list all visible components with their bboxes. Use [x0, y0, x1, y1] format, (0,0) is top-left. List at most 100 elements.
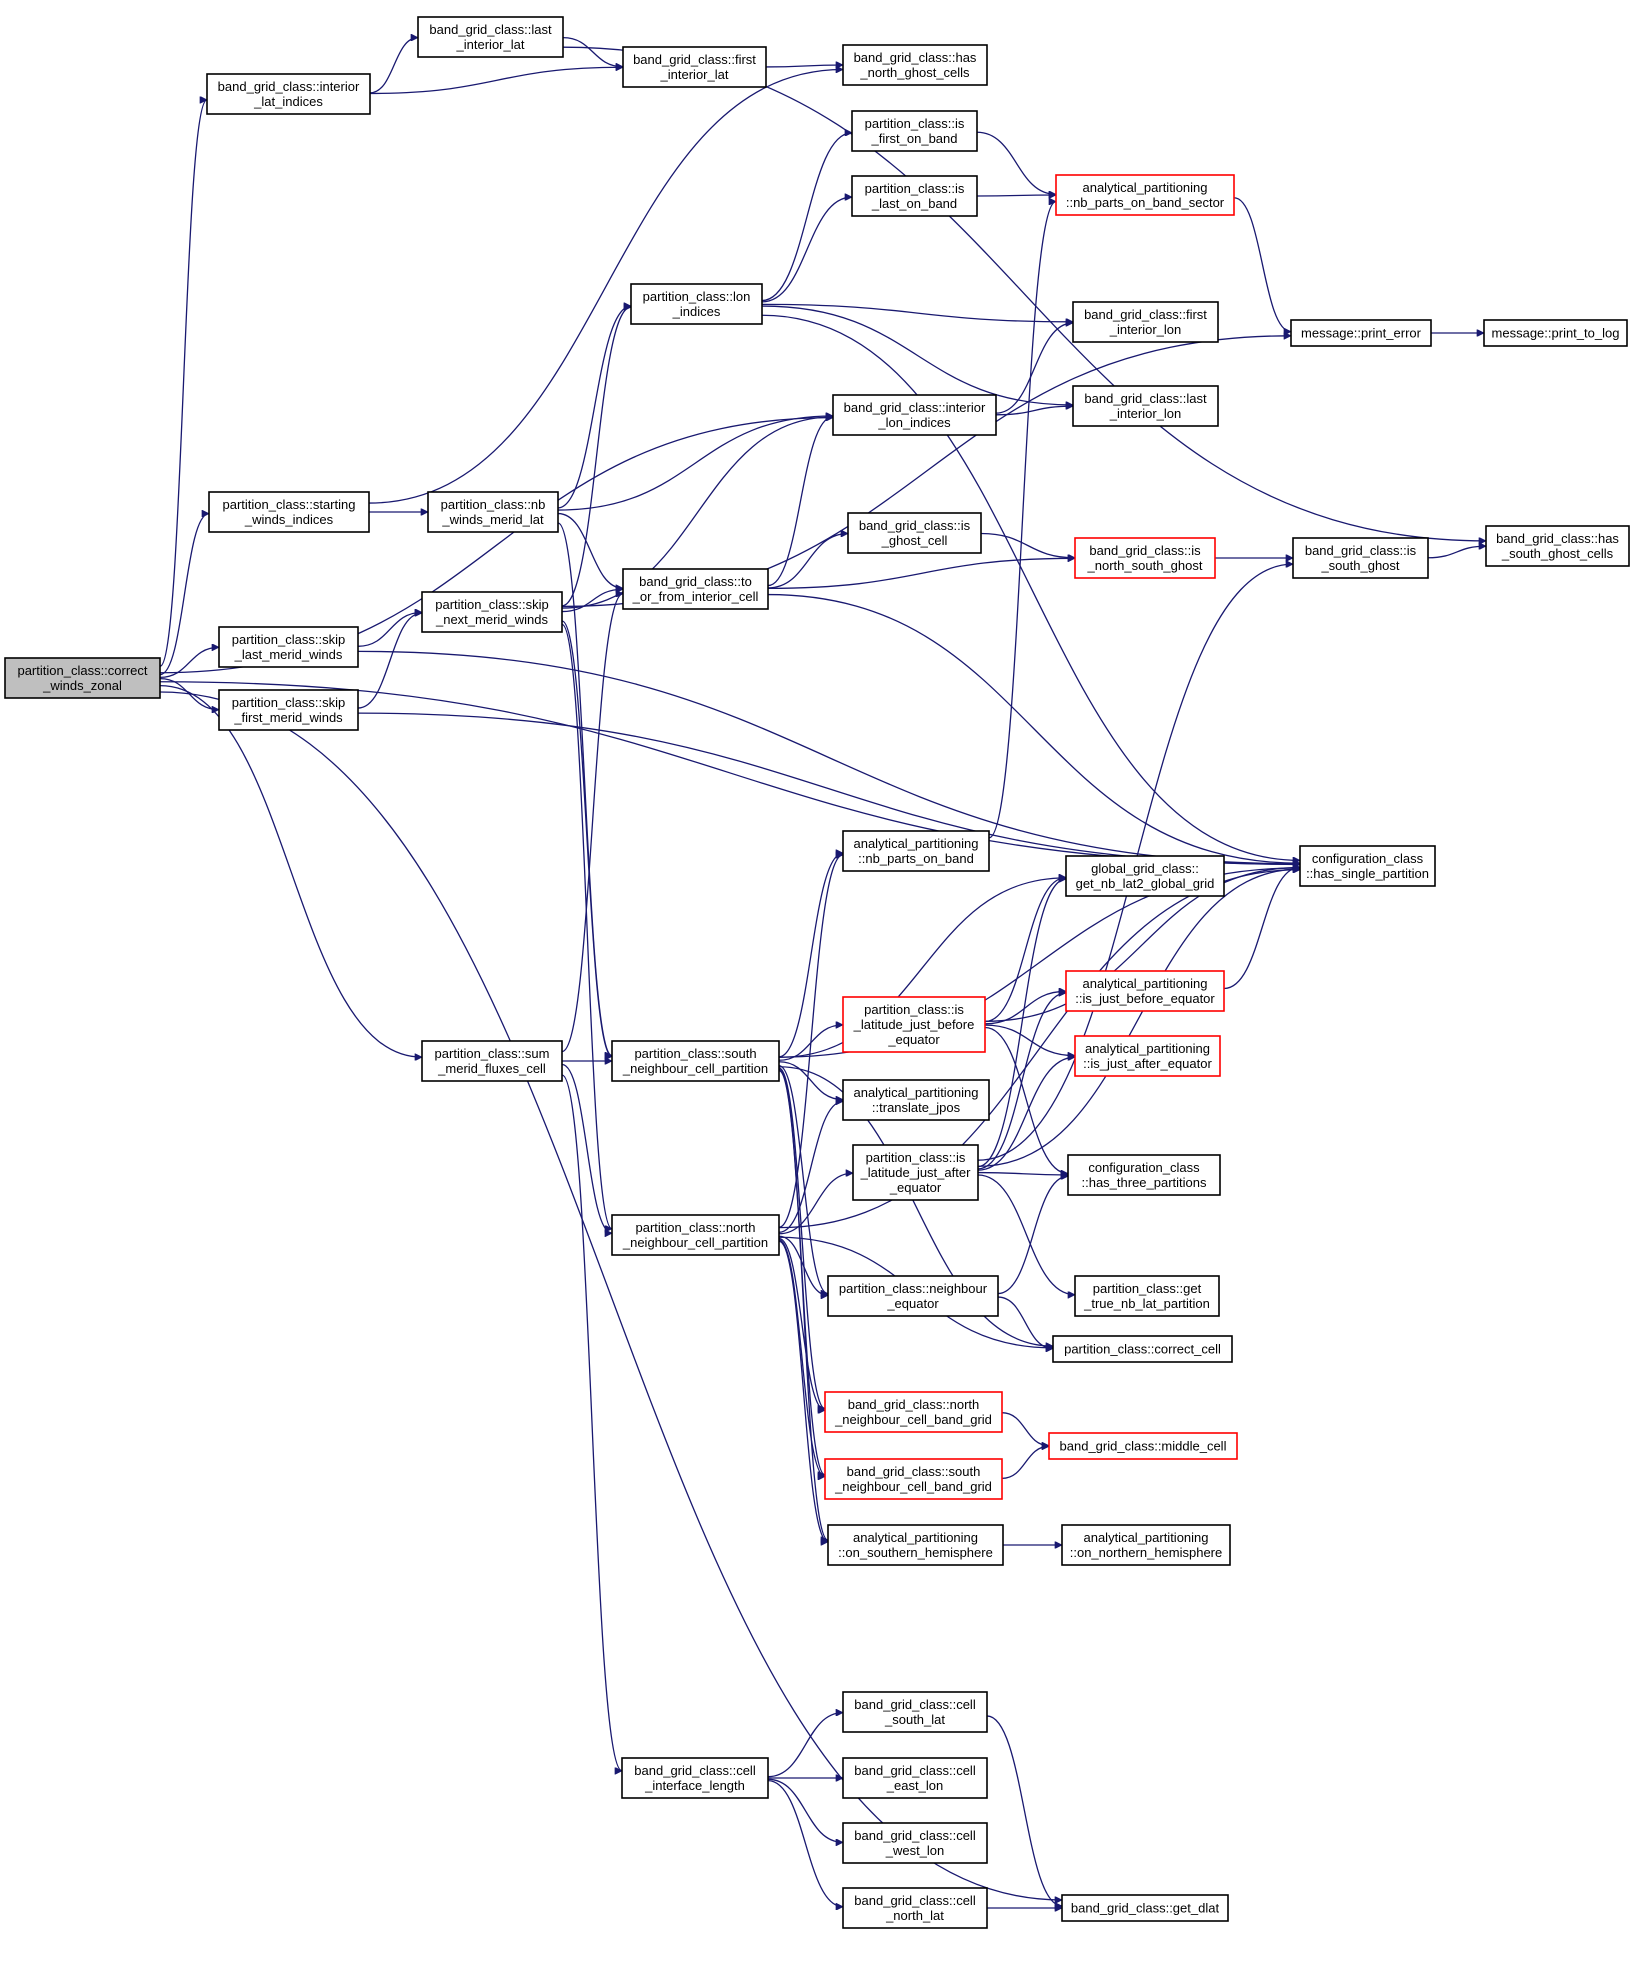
edge-skip-next-merid-winds-to-lon-indices [561, 307, 631, 607]
node-skip-last-merid-winds[interactable]: partition_class::skip_last_merid_winds [218, 626, 359, 668]
node-print-error[interactable]: message::print_error [1290, 319, 1432, 347]
node-label: analytical_partitioning [1082, 180, 1207, 195]
node-box [218, 626, 359, 668]
edge-to-or-from-interior-cell-to-interior-lon-indices [767, 417, 833, 587]
node-label: band_grid_class::last [1084, 391, 1207, 406]
node-label: analytical_partitioning [853, 836, 978, 851]
node-first-interior-lon[interactable]: band_grid_class::first_interior_lon [1072, 301, 1219, 343]
node-box [1065, 855, 1225, 897]
node-label: partition_class::lon [643, 289, 751, 304]
node-label: _lat_indices [253, 94, 323, 109]
node-has-south-ghost-cells[interactable]: band_grid_class::has_south_ghost_cells [1485, 525, 1630, 567]
node-has-single-partition[interactable]: configuration_class::has_single_partitio… [1299, 845, 1436, 887]
node-sum-merid-fluxes-cell[interactable]: partition_class::sum_merid_fluxes_cell [421, 1040, 563, 1082]
node-get-dlat[interactable]: band_grid_class::get_dlat [1061, 1894, 1229, 1922]
node-label: configuration_class [1312, 851, 1424, 866]
node-cell-east-lon[interactable]: band_grid_class::cell_east_lon [842, 1757, 988, 1799]
node-label: band_grid_class::cell [634, 1763, 756, 1778]
node-first-interior-lat[interactable]: band_grid_class::first_interior_lat [622, 46, 767, 88]
edge-correct-winds-zonal-to-has-single-partition [159, 681, 1300, 864]
node-is-ghost-cell[interactable]: band_grid_class::is_ghost_cell [847, 512, 982, 554]
edge-south-neighbour-cell-partition-to-neighbour-equator [778, 1065, 828, 1294]
node-box [1074, 1275, 1220, 1317]
node-interior-lat-indices[interactable]: band_grid_class::interior_lat_indices [206, 73, 371, 115]
node-is-latitude-just-after-equator[interactable]: partition_class::is_latitude_just_after_… [852, 1144, 979, 1201]
node-box [1290, 319, 1432, 347]
node-on-northern-hemisphere[interactable]: analytical_partitioning::on_northern_hem… [1061, 1524, 1231, 1566]
node-south-neighbour-cell-partition[interactable]: partition_class::south_neighbour_cell_pa… [611, 1040, 780, 1082]
node-correct-cell[interactable]: partition_class::correct_cell [1052, 1335, 1233, 1363]
node-cell-south-lat[interactable]: band_grid_class::cell_south_lat [842, 1691, 988, 1733]
edge-starting-winds-indices-to-has-north-ghost-cells [368, 69, 843, 504]
edge-skip-first-merid-winds-to-has-single-partition [357, 712, 1300, 864]
edge-south-neighbour-cell-partition-to-nb-parts-on-band [778, 853, 843, 1058]
edge-lon-indices-to-first-interior-lon [761, 303, 1073, 321]
node-box [421, 591, 563, 633]
node-is-last-on-band[interactable]: partition_class::is_last_on_band [851, 175, 978, 217]
node-nb-winds-merid-lat[interactable]: partition_class::nb_winds_merid_lat [427, 491, 559, 533]
node-label: _latitude_just_before [853, 1017, 975, 1032]
node-label: _latitude_just_after [860, 1165, 972, 1180]
edge-correct-winds-zonal-to-starting-winds-indices [159, 514, 209, 676]
node-last-interior-lon[interactable]: band_grid_class::last_interior_lon [1072, 385, 1219, 427]
node-is-just-after-equator[interactable]: analytical_partitioning::is_just_after_e… [1074, 1035, 1221, 1077]
node-is-south-ghost[interactable]: band_grid_class::is_south_ghost [1292, 537, 1429, 579]
node-translate-jpos[interactable]: analytical_partitioning::translate_jpos [842, 1079, 990, 1121]
node-label: partition_class::correct_cell [1064, 1342, 1221, 1357]
node-label: band_grid_class::cell [854, 1828, 976, 1843]
node-skip-first-merid-winds[interactable]: partition_class::skip_first_merid_winds [218, 689, 359, 731]
node-starting-winds-indices[interactable]: partition_class::starting_winds_indices [208, 491, 370, 533]
node-box [827, 1275, 999, 1317]
node-correct-winds-zonal[interactable]: partition_class::correct_winds_zonal [4, 657, 161, 699]
edge-skip-first-merid-winds-to-skip-next-merid-winds [357, 613, 422, 709]
edge-is-latitude-just-before-equator-to-has-single-partition [984, 868, 1300, 1022]
edge-to-or-from-interior-cell-to-is-ghost-cell [767, 534, 848, 589]
node-box [832, 394, 997, 436]
node-box [842, 830, 990, 872]
node-nb-parts-on-band[interactable]: analytical_partitioning::nb_parts_on_ban… [842, 830, 990, 872]
node-label: band_grid_class::cell [854, 1893, 976, 1908]
node-nb-parts-on-band-sector[interactable]: analytical_partitioning::nb_parts_on_ban… [1055, 174, 1235, 216]
node-is-just-before-equator[interactable]: analytical_partitioning::is_just_before_… [1065, 970, 1225, 1012]
node-label: _north_south_ghost [1087, 558, 1203, 573]
node-cell-north-lat[interactable]: band_grid_class::cell_north_lat [842, 1887, 988, 1929]
edge-is-south-ghost-to-has-south-ghost-cells [1427, 546, 1486, 559]
edge-nb-winds-merid-lat-to-lon-indices [557, 306, 631, 509]
node-last-interior-lat[interactable]: band_grid_class::last_interior_lat [417, 16, 564, 58]
node-label: configuration_class [1088, 1160, 1200, 1175]
node-label: _interior_lat [660, 67, 729, 82]
node-on-southern-hemisphere[interactable]: analytical_partitioning::on_southern_hem… [827, 1524, 1004, 1566]
edge-north-neighbour-cell-band-grid-to-middle-cell [1001, 1412, 1049, 1446]
node-get-nb-lat2-global-grid[interactable]: global_grid_class::get_nb_lat2_global_gr… [1065, 855, 1225, 897]
node-box [630, 283, 763, 325]
node-south-neighbour-cell-band-grid[interactable]: band_grid_class::south_neighbour_cell_ba… [824, 1458, 1003, 1500]
node-north-neighbour-cell-band-grid[interactable]: band_grid_class::north_neighbour_cell_ba… [824, 1391, 1003, 1433]
node-has-north-ghost-cells[interactable]: band_grid_class::has_north_ghost_cells [842, 44, 988, 86]
node-north-neighbour-cell-partition[interactable]: partition_class::north_neighbour_cell_pa… [611, 1214, 780, 1256]
node-interior-lon-indices[interactable]: band_grid_class::interior_lon_indices [832, 394, 997, 436]
node-neighbour-equator[interactable]: partition_class::neighbour_equator [827, 1275, 999, 1317]
node-cell-west-lon[interactable]: band_grid_class::cell_west_lon [842, 1822, 988, 1864]
node-is-north-south-ghost[interactable]: band_grid_class::is_north_south_ghost [1074, 537, 1216, 579]
node-lon-indices[interactable]: partition_class::lon_indices [630, 283, 763, 325]
node-cell-interface-length[interactable]: band_grid_class::cell_interface_length [621, 1757, 769, 1799]
node-middle-cell[interactable]: band_grid_class::middle_cell [1048, 1432, 1238, 1460]
node-to-or-from-interior-cell[interactable]: band_grid_class::to_or_from_interior_cel… [622, 568, 769, 610]
node-label: _winds_zonal [42, 678, 122, 693]
edge-north-neighbour-cell-partition-to-south-neighbour-cell-band-grid [778, 1239, 825, 1477]
node-print-to-log[interactable]: message::print_to_log [1483, 319, 1628, 347]
node-label: _winds_indices [244, 512, 334, 527]
node-get-true-nb-lat-partition[interactable]: partition_class::get_true_nb_lat_partiti… [1074, 1275, 1220, 1317]
node-box [842, 1887, 988, 1929]
node-label: partition_class::skip [435, 597, 548, 612]
edge-cell-south-lat-to-get-dlat [986, 1715, 1062, 1906]
edge-cell-interface-length-to-cell-south-lat [767, 1713, 843, 1778]
node-skip-next-merid-winds[interactable]: partition_class::skip_next_merid_winds [421, 591, 563, 633]
node-is-first-on-band[interactable]: partition_class::is_first_on_band [851, 110, 978, 152]
node-box [1074, 1035, 1221, 1077]
edge-south-neighbour-cell-partition-to-on-southern-hemisphere [778, 1070, 828, 1540]
edge-interior-lon-indices-to-last-interior-lon [995, 406, 1073, 416]
node-is-latitude-just-before-equator[interactable]: partition_class::is_latitude_just_before… [842, 996, 986, 1053]
node-has-three-partitions[interactable]: configuration_class::has_three_partition… [1067, 1154, 1221, 1196]
edge-cell-interface-length-to-cell-west-lon [767, 1778, 843, 1842]
